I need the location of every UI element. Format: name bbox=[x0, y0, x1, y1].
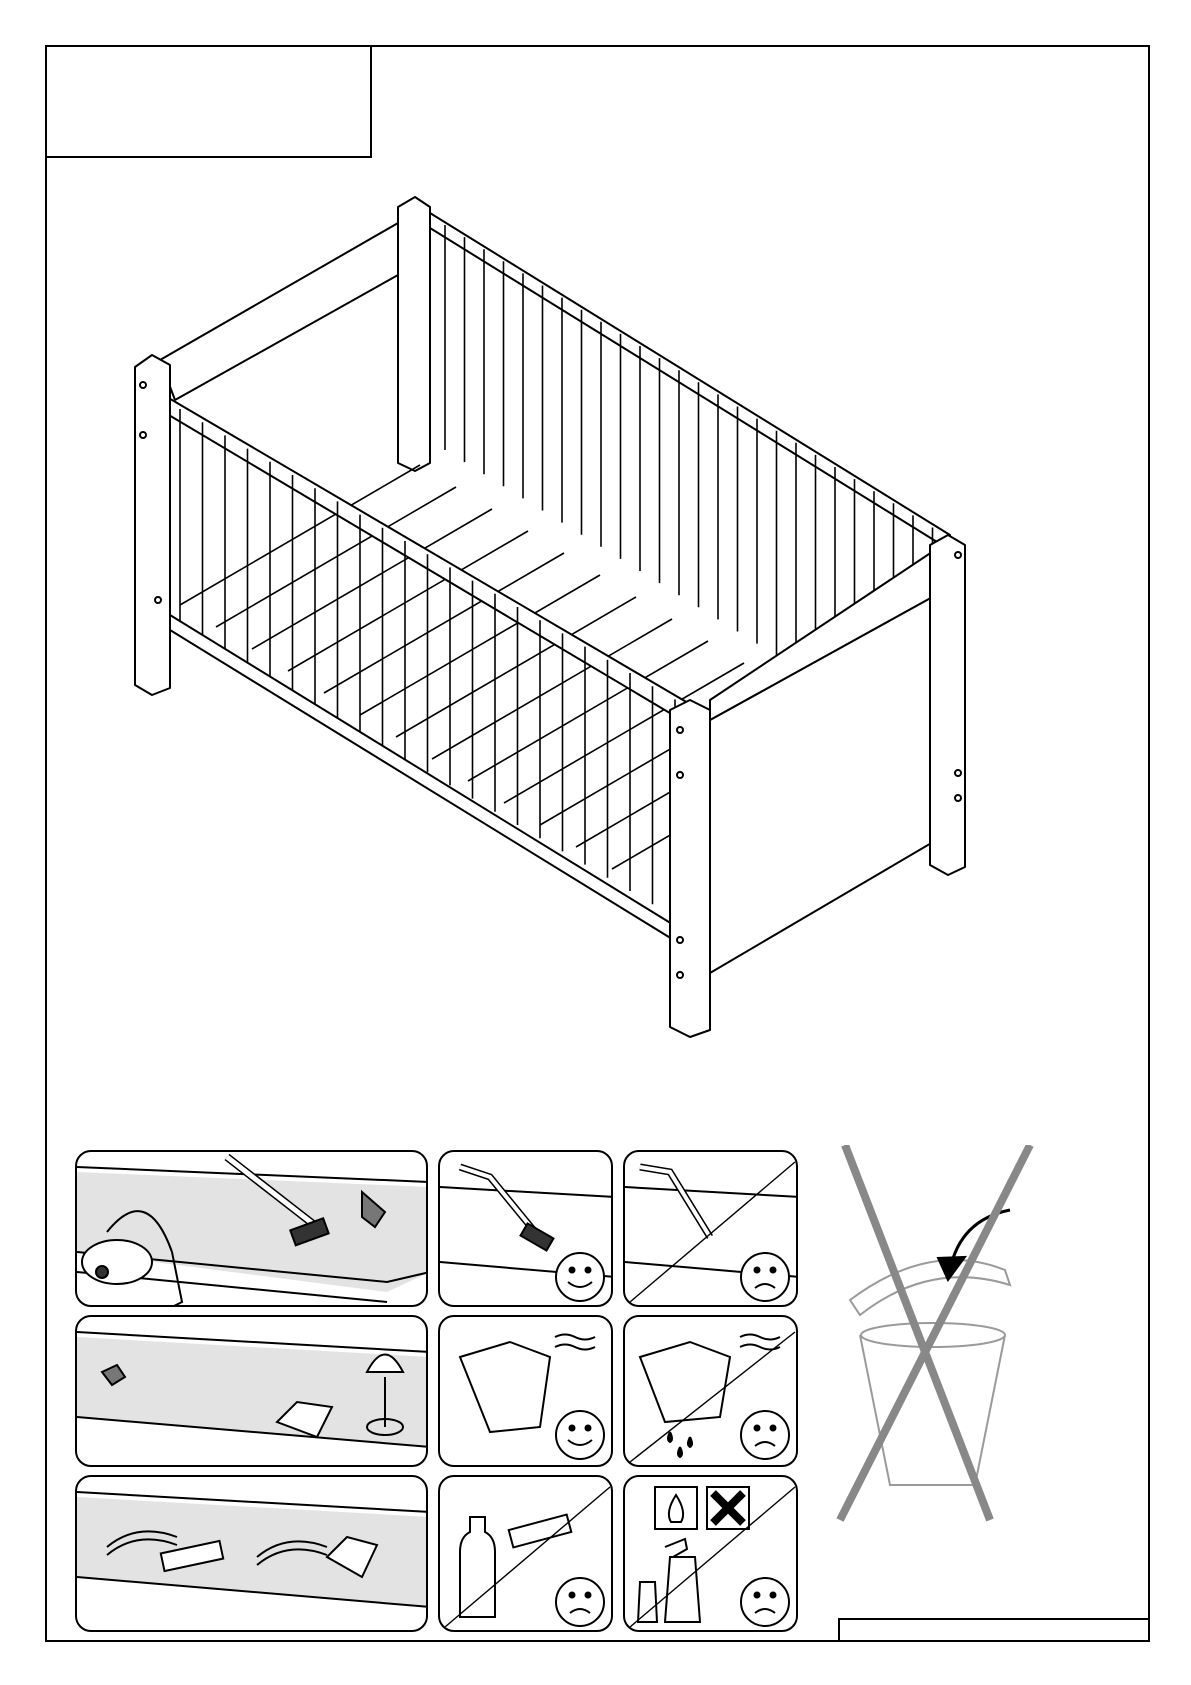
no-disposal-icon bbox=[830, 1145, 1080, 1545]
care-panel-chemicals bbox=[623, 1475, 798, 1632]
care-panel-wipe-spill bbox=[75, 1315, 428, 1467]
care-panel-hard-nozzle bbox=[623, 1150, 798, 1307]
sad-face-icon bbox=[741, 1411, 789, 1459]
happy-face-icon bbox=[556, 1253, 604, 1301]
care-panel-vacuum bbox=[75, 1150, 428, 1307]
happy-face-icon bbox=[556, 1411, 604, 1459]
sad-face-icon bbox=[741, 1578, 789, 1626]
care-panel-damp-cloth bbox=[438, 1315, 613, 1467]
crib-illustration bbox=[130, 195, 980, 1045]
title-box bbox=[45, 45, 372, 158]
care-panel-detergent bbox=[438, 1475, 613, 1632]
sad-face-icon bbox=[741, 1253, 789, 1301]
sad-face-icon bbox=[556, 1578, 604, 1626]
care-panel-wet-cloth bbox=[623, 1315, 798, 1467]
footer-box bbox=[838, 1618, 1150, 1642]
care-panel-soft-brush bbox=[438, 1150, 613, 1307]
care-panel-sponge-cloth bbox=[75, 1475, 428, 1632]
